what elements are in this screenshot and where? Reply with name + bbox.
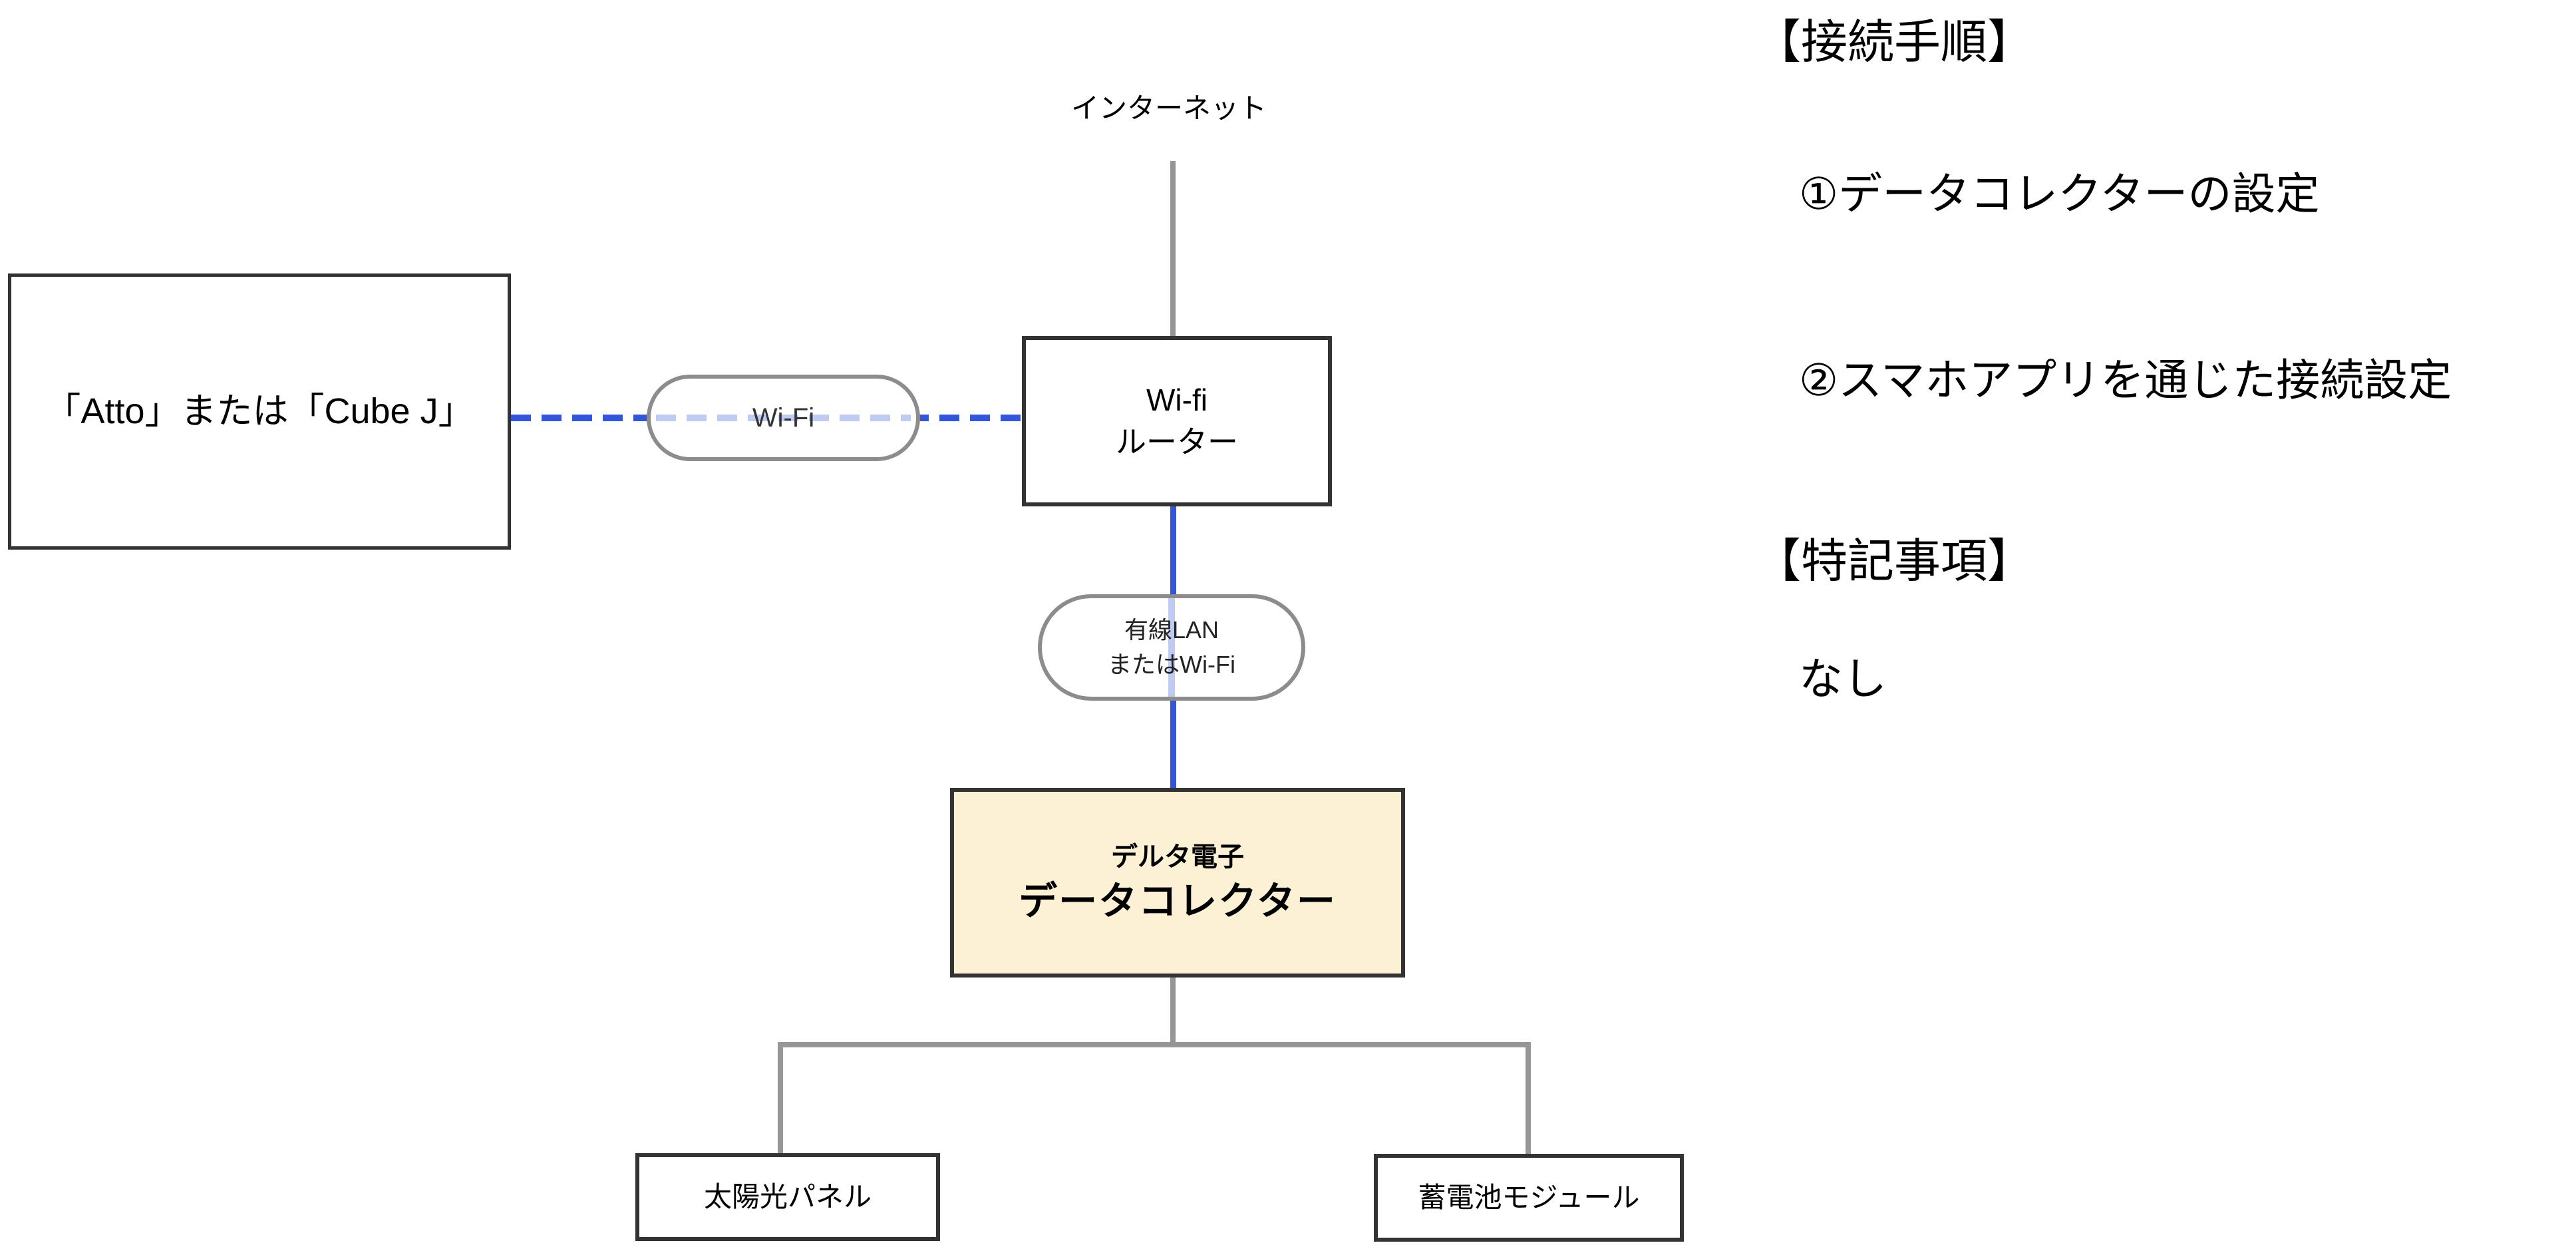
internet-drop-line — [1170, 161, 1176, 336]
router-label-line2: ルーター — [1116, 425, 1238, 459]
special-heading: 【特記事項】 — [1754, 535, 2034, 587]
device-box: 「Atto」または「Cube J」 — [8, 273, 511, 550]
collector-drop-line — [1170, 978, 1176, 1047]
router-box: Wi-fi ルーター — [1022, 336, 1332, 506]
wifi-pill-label: Wi-Fi — [752, 403, 815, 433]
tree-right-drop-line — [1526, 1042, 1531, 1155]
tree-left-drop-line — [778, 1042, 783, 1155]
procedure-step-2: ②スマホアプリを通じた接続設定 — [1799, 355, 2452, 405]
solar-box: 太陽光パネル — [635, 1153, 940, 1241]
battery-label: 蓄電池モジュール — [1418, 1181, 1640, 1213]
internet-label: インターネット — [1070, 92, 1267, 124]
wifi-pill: Wi-Fi — [647, 375, 920, 461]
solar-label: 太陽光パネル — [703, 1180, 872, 1212]
collector-box: デルタ電子 データコレクター — [950, 788, 1405, 978]
special-body: なし — [1799, 654, 1887, 703]
battery-box: 蓄電池モジュール — [1374, 1154, 1684, 1242]
procedure-step-1: ①データコレクターの設定 — [1799, 169, 2320, 218]
lan-pill-inner-line — [1168, 598, 1175, 697]
device-label: 「Atto」または「Cube J」 — [45, 391, 474, 432]
collector-brand: デルタ電子 — [1111, 842, 1244, 872]
router-label-line1: Wi-fi — [1146, 382, 1208, 417]
collector-name: データコレクター — [1019, 880, 1337, 924]
lan-pill-line1: 有線LAN — [1124, 616, 1219, 643]
lan-pill-line2: またはWi-Fi — [1108, 651, 1235, 678]
lan-pill: 有線LAN またはWi-Fi — [1038, 594, 1305, 701]
procedure-heading: 【接続手順】 — [1754, 16, 2034, 68]
wifi-pill-inner-dash — [656, 415, 911, 421]
tree-horizontal-line — [778, 1042, 1531, 1047]
